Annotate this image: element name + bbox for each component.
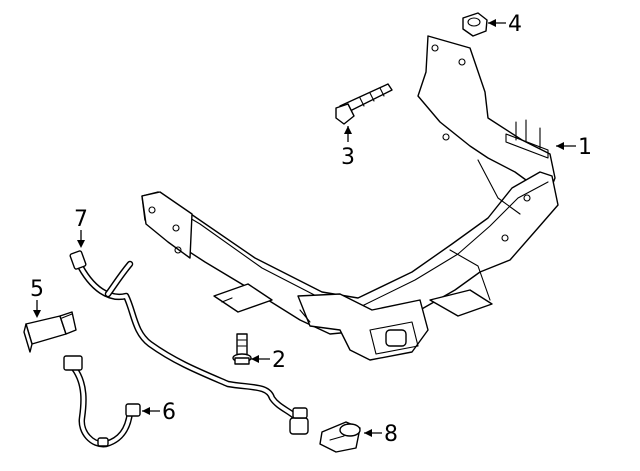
flange-bolt-part[interactable] [232,333,252,365]
callout-1-label: 1 [578,135,592,160]
control-module-part[interactable] [23,311,77,353]
callout-8: 8 [364,422,398,447]
callout-2-label: 2 [272,348,286,373]
jumper-harness-part[interactable] [63,355,141,448]
wiring-harness-part[interactable] [69,250,309,435]
callout-2: 2 [251,348,286,373]
callout-6: 6 [142,400,176,425]
callout-7-label: 7 [74,207,88,232]
hitch-frame-part[interactable] [141,35,559,361]
callout-3-label: 3 [341,145,355,170]
callout-4-label: 4 [508,12,522,37]
callout-4: 4 [488,12,522,37]
callout-6-label: 6 [162,400,176,425]
nut-part[interactable] [462,12,488,37]
bolt-part[interactable] [335,83,393,125]
callout-7: 7 [74,207,88,248]
connector-plug-part[interactable] [319,421,361,453]
callout-5: 5 [30,277,44,318]
callout-8-label: 8 [384,422,398,447]
callout-5-label: 5 [30,277,44,302]
callout-3: 3 [341,126,355,170]
callout-1: 1 [556,135,592,160]
